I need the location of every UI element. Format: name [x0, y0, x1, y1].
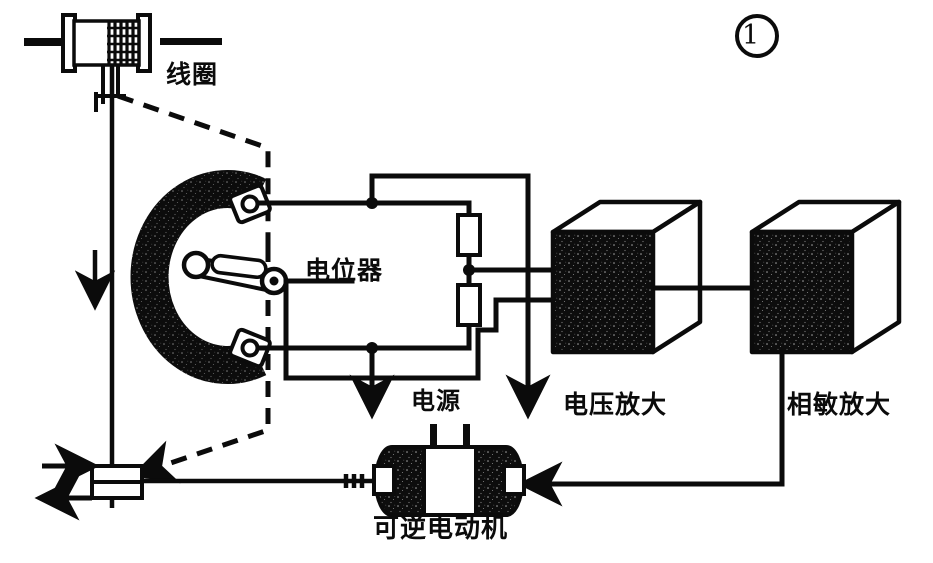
phase-amplifier-block	[749, 199, 902, 355]
mechanical-link-coil-to-yoke	[117, 93, 271, 246]
threaded-slider	[90, 464, 144, 500]
arm-left-pivot	[181, 250, 211, 280]
motor-drive-wire	[517, 352, 785, 507]
label-potentiometer: 电位器	[305, 256, 384, 285]
figure-number-text: 1	[742, 20, 761, 51]
lower-input-wire	[478, 297, 565, 333]
label-phase-amplifier: 相敏放大	[787, 390, 892, 419]
yoke-terminal-upper	[228, 183, 272, 225]
voltage-amplifier-block	[550, 199, 703, 355]
resistor-upper	[456, 213, 482, 257]
mechanical-feedback-link	[130, 246, 271, 484]
resistor-lower	[456, 283, 482, 327]
potentiometer-network	[255, 173, 531, 396]
motor-body	[372, 424, 526, 517]
curved-magnet-yoke	[130, 170, 289, 384]
junction-top	[366, 197, 378, 209]
label-reversible-motor: 可逆电动机	[373, 514, 509, 544]
shaft-thread	[343, 474, 365, 488]
circled-figure-number	[735, 14, 779, 58]
pivot-arm	[181, 250, 289, 296]
label-power-source: 电源	[411, 387, 461, 415]
junction-bottom	[366, 342, 378, 354]
label-voltage-amplifier: 电压放大	[563, 390, 668, 419]
label-coil: 线圈	[166, 60, 219, 89]
